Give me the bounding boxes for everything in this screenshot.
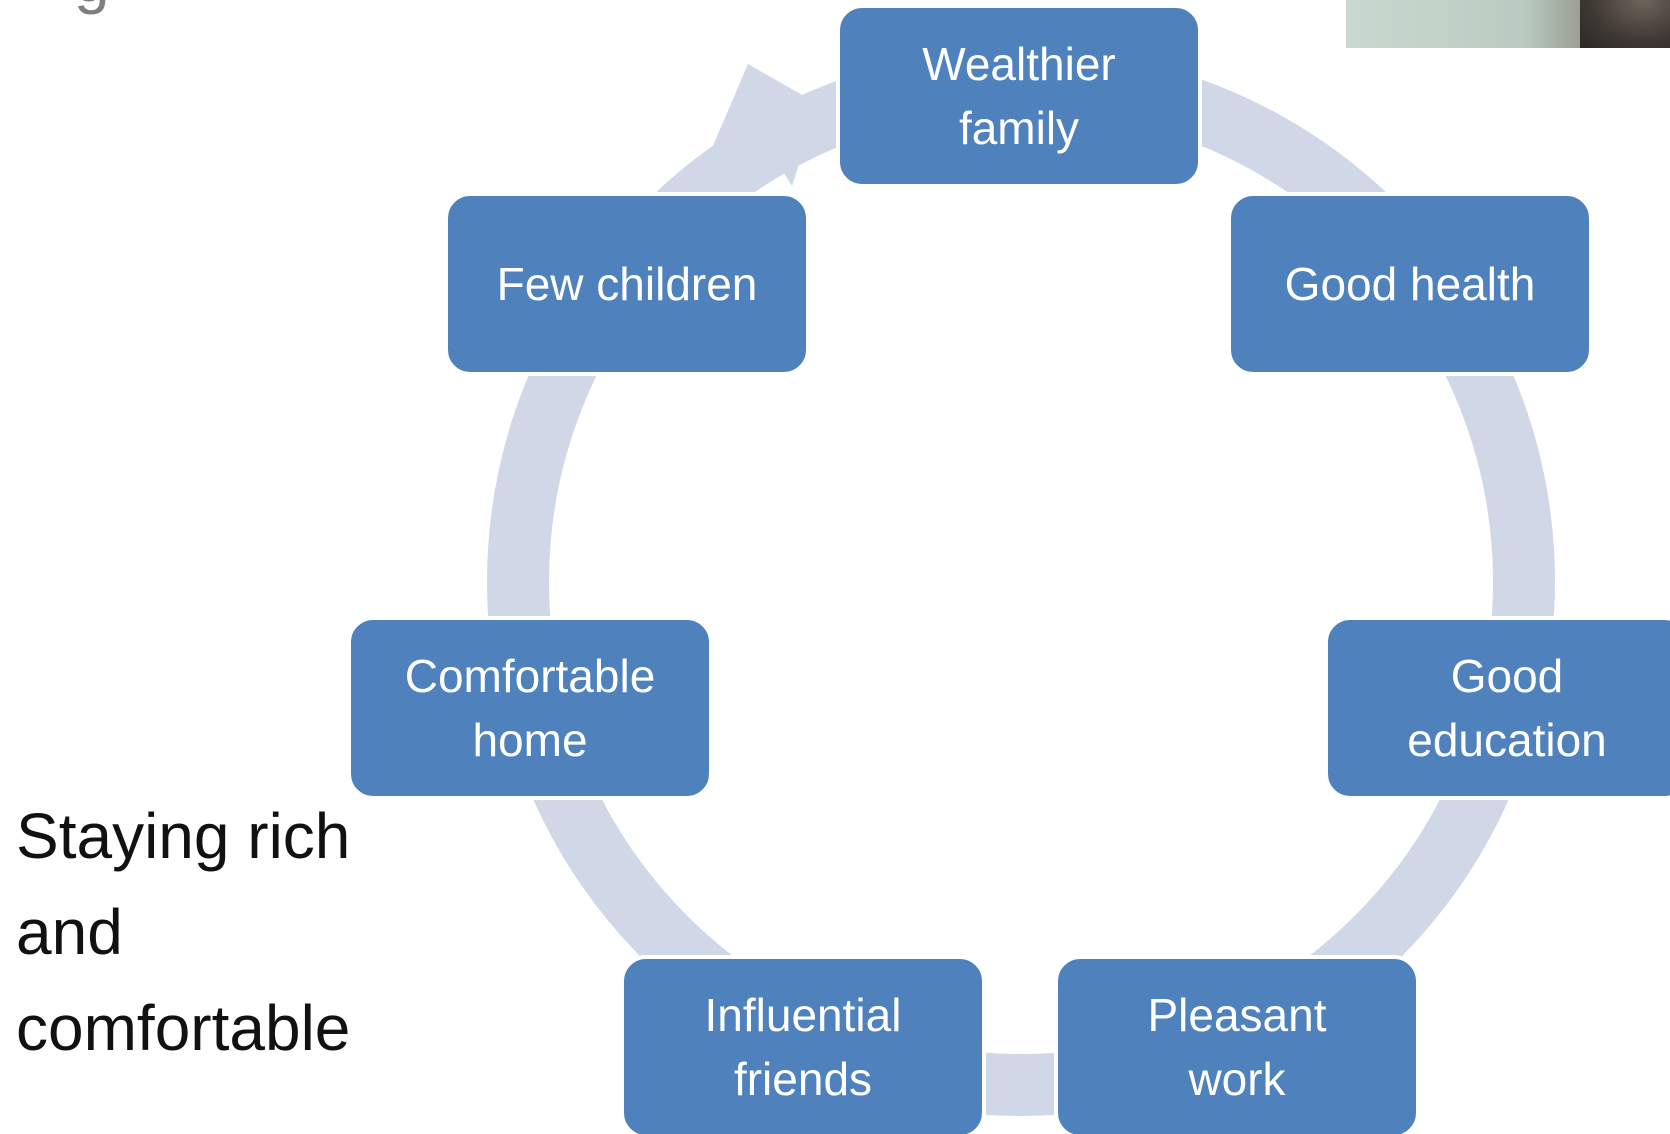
node-label-comfortable-home-2: home — [472, 714, 587, 766]
node-label-good-education-1: Good — [1451, 650, 1564, 702]
node-box-comfortable-home — [347, 616, 713, 800]
node-pleasant-work: Pleasant work — [1054, 955, 1420, 1134]
node-label-few-children-1: Few children — [497, 258, 758, 310]
node-label-influential-friends-1: Influential — [705, 989, 902, 1041]
node-box-good-health — [1227, 192, 1593, 376]
node-label-wealthier-family-1: Wealthier — [922, 38, 1115, 90]
slide-title-fragment: g — [74, 0, 110, 16]
node-good-health: Good health — [1227, 192, 1593, 376]
node-box-good-education — [1324, 616, 1670, 800]
node-few-children: Few children — [444, 192, 810, 376]
caption-line-3: comfortable — [16, 992, 351, 1064]
node-label-influential-friends-2: friends — [734, 1053, 872, 1105]
node-label-comfortable-home-1: Comfortable — [405, 650, 656, 702]
node-wealthier-family: Wealthier family — [836, 4, 1202, 188]
caption-line-2: and — [16, 896, 123, 968]
node-box-influential-friends — [620, 955, 986, 1134]
node-label-pleasant-work-1: Pleasant — [1147, 989, 1326, 1041]
node-good-education: Good education — [1324, 616, 1670, 800]
node-label-good-education-2: education — [1407, 714, 1607, 766]
caption-line-1: Staying rich — [16, 800, 351, 872]
node-label-good-health-1: Good health — [1285, 258, 1536, 310]
node-label-wealthier-family-2: family — [959, 102, 1079, 154]
portrait-photo — [1346, 0, 1670, 48]
node-box-few-children — [444, 192, 810, 376]
node-comfortable-home: Comfortable home — [347, 616, 713, 800]
portrait-shadow — [1580, 0, 1670, 48]
node-box-pleasant-work — [1054, 955, 1420, 1134]
node-label-pleasant-work-2: work — [1187, 1053, 1286, 1105]
caption: Staying rich and comfortable — [16, 788, 476, 1076]
node-influential-friends: Influential friends — [620, 955, 986, 1134]
node-box-wealthier-family — [836, 4, 1202, 188]
cycle-arrowhead — [700, 64, 818, 186]
